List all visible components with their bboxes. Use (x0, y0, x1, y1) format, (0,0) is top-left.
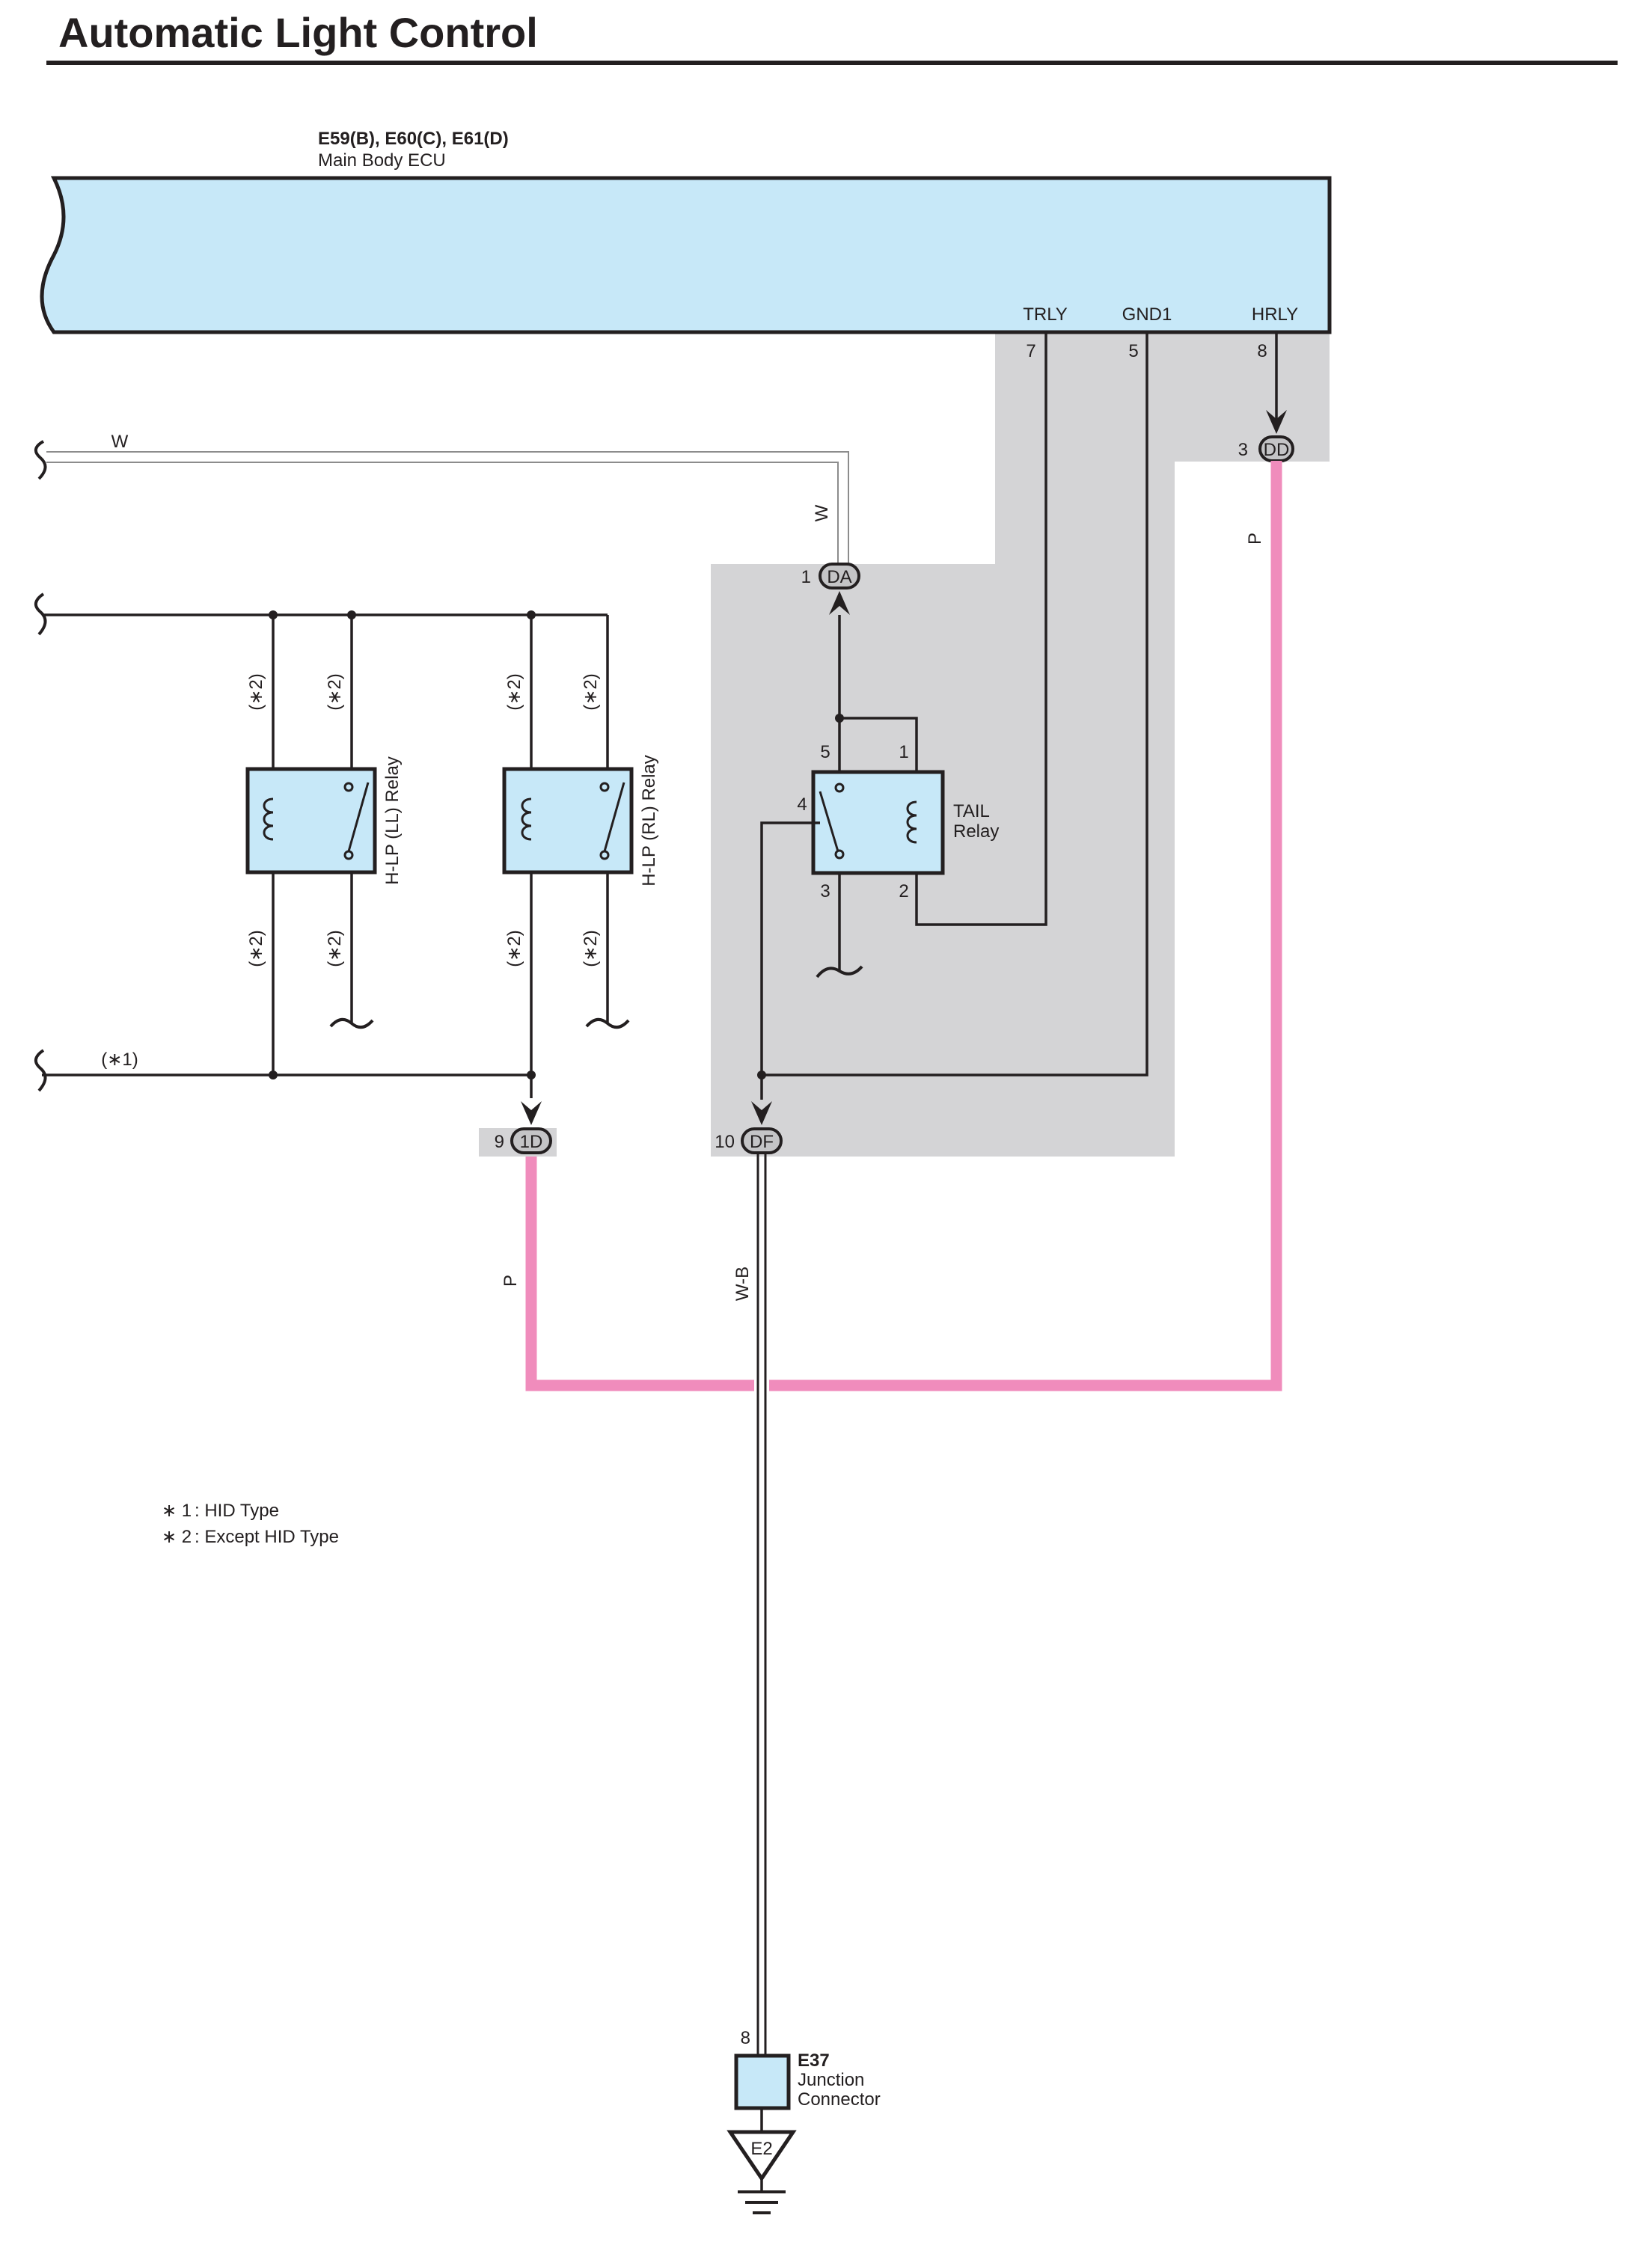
wire-label-wb: W-B (732, 1267, 753, 1301)
ll-switch-blade (347, 782, 370, 852)
junction-df-code: DF (750, 1132, 774, 1152)
junction-da-pin: 1 (801, 567, 811, 587)
junction-1d-code: 1D (520, 1132, 543, 1152)
ll-switch-bottom-tag: (∗2) (325, 930, 345, 967)
ground-label: E2 (750, 2139, 772, 2159)
h-lp-rl-relay (502, 767, 634, 875)
rl-switch-blade (603, 782, 625, 852)
ll-coil-top-tag: (∗2) (246, 673, 266, 710)
junction-1d (510, 1127, 552, 1154)
tail-relay-label-2: Relay (953, 821, 999, 842)
tail-pin-1: 1 (899, 742, 908, 762)
rl-relay-label: H-LP (RL) Relay (639, 755, 659, 886)
note-except-hid-text: : Except HID Type (195, 1527, 339, 1547)
hrly-arrow (1266, 410, 1287, 434)
ecu-pin-hrly: HRLY (1252, 304, 1298, 325)
ll-contact-top (343, 782, 354, 792)
tail-switch-blade (819, 791, 839, 852)
main-body-ecu (40, 176, 1332, 334)
ll-switch-splice (347, 610, 356, 619)
ecu-pin-trly-number: 7 (1026, 341, 1035, 361)
rl-load-break (585, 1017, 630, 1029)
e37-id: E37 (798, 2050, 830, 2071)
note-hid-text: : HID Type (195, 1501, 279, 1521)
ll-relay-label: H-LP (LL) Relay (382, 756, 403, 885)
rl-ground-splice (527, 1071, 536, 1079)
ll-coil-icon (263, 797, 274, 841)
relay-block-shade (711, 332, 1330, 1157)
rl-coil-splice (527, 610, 536, 619)
tail-pin4-wire (760, 821, 820, 1075)
w-wire-break (34, 440, 47, 480)
junction-1d-pin: 9 (495, 1132, 504, 1152)
trly-wire (915, 332, 1047, 926)
hid-bus-tag: (∗1) (101, 1050, 138, 1070)
rl-coil-bottom-tag: (∗2) (504, 930, 524, 967)
ecu-name: Main Body ECU (318, 150, 446, 171)
tail-relay-label-1: TAIL (953, 801, 990, 821)
rl-coil-top-tag: (∗2) (504, 673, 524, 710)
tail-coil-icon (906, 800, 917, 844)
tail-coil-feed-wire (839, 717, 918, 772)
e37-pin: 8 (741, 2028, 750, 2048)
tail-pin-3: 3 (820, 881, 830, 901)
wire-label-p-left: P (501, 1275, 521, 1287)
ground-triangle (726, 2130, 797, 2182)
ll-coil-splice (269, 610, 278, 619)
tail-pin-2: 2 (899, 881, 908, 901)
rl-contact-top (599, 782, 610, 792)
page-title: Automatic Light Control (58, 9, 538, 56)
df-arrow (751, 1101, 772, 1125)
tail-relay (811, 770, 945, 875)
junction-da-code: DA (827, 567, 851, 587)
hid-bus-break (34, 1049, 47, 1092)
ecu-pin-gnd1-number: 5 (1128, 341, 1138, 361)
h-lp-ll-relay (245, 767, 377, 875)
ecu-pin-gnd1: GND1 (1122, 304, 1172, 325)
note-except-hid-mark: ∗ 2 (162, 1527, 192, 1547)
da-arrow (829, 591, 850, 615)
wb-wire-crossing-gap (754, 1377, 769, 1394)
top-bus-break (34, 592, 47, 636)
e37-junction-connector (734, 2053, 791, 2110)
rl-switch-bottom-tag: (∗2) (581, 930, 601, 967)
junction-df (741, 1127, 783, 1154)
tail-contact-top (834, 782, 845, 793)
ll-ground-splice (269, 1071, 278, 1079)
junction-df-pin: 10 (715, 1132, 735, 1152)
tail-pin-4: 4 (797, 794, 807, 815)
e37-label-1: Junction (798, 2070, 864, 2090)
wire-label-w-vertical: W (812, 504, 832, 521)
wire-label-w-top: W (111, 432, 129, 452)
ll-switch-top-tag: (∗2) (325, 673, 345, 710)
ecu-pin-trly: TRLY (1023, 304, 1068, 325)
wire-label-p-right: P (1245, 533, 1265, 545)
rl-switch-top-tag: (∗2) (581, 673, 601, 710)
note-hid-mark: ∗ 1 (162, 1501, 192, 1521)
1d-arrow (521, 1101, 542, 1125)
w-wire-inner (46, 462, 839, 575)
ll-load-break (329, 1017, 374, 1029)
tail-load-break (816, 965, 863, 978)
gnd1-wire (762, 332, 1148, 1076)
tail-pin-5: 5 (820, 742, 830, 762)
junction-da (819, 563, 860, 589)
junction-dd-pin: 3 (1238, 440, 1248, 460)
rl-coil-icon (521, 797, 532, 841)
junction-dd-code: DD (1264, 440, 1290, 460)
ll-coil-bottom-tag: (∗2) (246, 930, 266, 967)
ecu-connectors: E59(B), E60(C), E61(D) (318, 129, 509, 149)
ecu-pin-hrly-number: 8 (1257, 341, 1267, 361)
w-wire-outer (46, 451, 849, 575)
pink-wire-p (525, 461, 1282, 1391)
e37-label-2: Connector (798, 2089, 881, 2110)
tail-contact-bottom (834, 849, 845, 860)
